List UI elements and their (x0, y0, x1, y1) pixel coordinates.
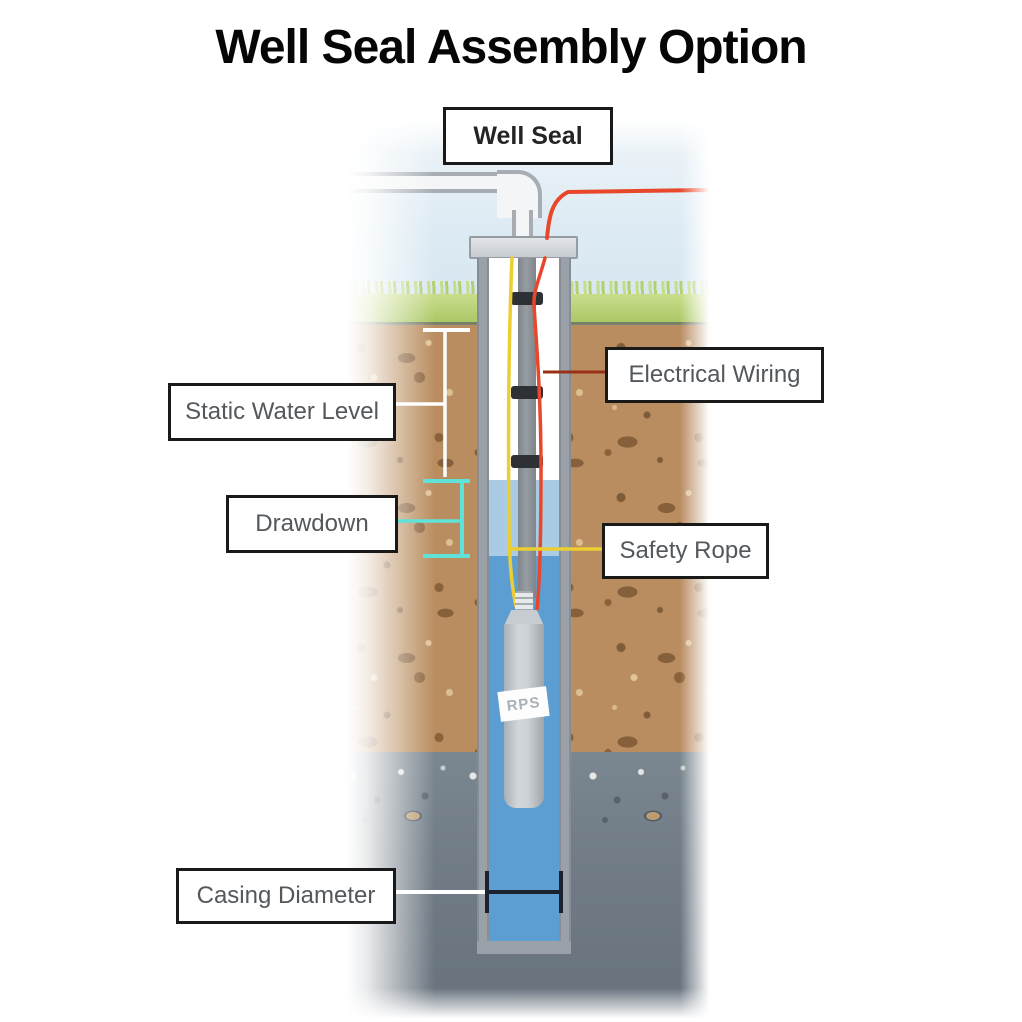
casing-diameter-label-text: Casing Diameter (196, 882, 376, 909)
static-water-level-label-text: Static Water Level (185, 398, 379, 425)
well-seal-label-text: Well Seal (473, 121, 583, 150)
casing-diameter-label: Casing Diameter (176, 868, 396, 924)
electrical-wiring-label-text: Electrical Wiring (628, 361, 801, 388)
safety-rope-label-text: Safety Rope (619, 537, 752, 564)
cable-clamp (511, 292, 543, 305)
electrical-wiring-label: Electrical Wiring (605, 347, 824, 403)
page-title: Well Seal Assembly Option (215, 21, 807, 74)
well-seal-cap (469, 236, 578, 259)
safety-rope-label: Safety Rope (602, 523, 769, 579)
pump-shoulder (504, 610, 544, 626)
drawdown-label: Drawdown (226, 495, 398, 553)
drop-pipe (518, 258, 536, 598)
static-water-level-label: Static Water Level (168, 383, 396, 441)
pump-brand-band: RPS (497, 686, 550, 722)
well-seal-label: Well Seal (443, 107, 613, 165)
cable-clamp (511, 455, 543, 468)
drawdown-label-text: Drawdown (255, 510, 369, 537)
pump-neck (515, 591, 533, 613)
pump-brand-text: RPS (505, 693, 542, 715)
casing-wall-left (477, 258, 489, 954)
casing-bottom-cap (477, 941, 571, 954)
cable-clamp (511, 386, 543, 399)
casing-wall-right (559, 258, 571, 954)
edge-fade-bottom (335, 988, 712, 1022)
pipe-vertical-riser (512, 210, 533, 238)
